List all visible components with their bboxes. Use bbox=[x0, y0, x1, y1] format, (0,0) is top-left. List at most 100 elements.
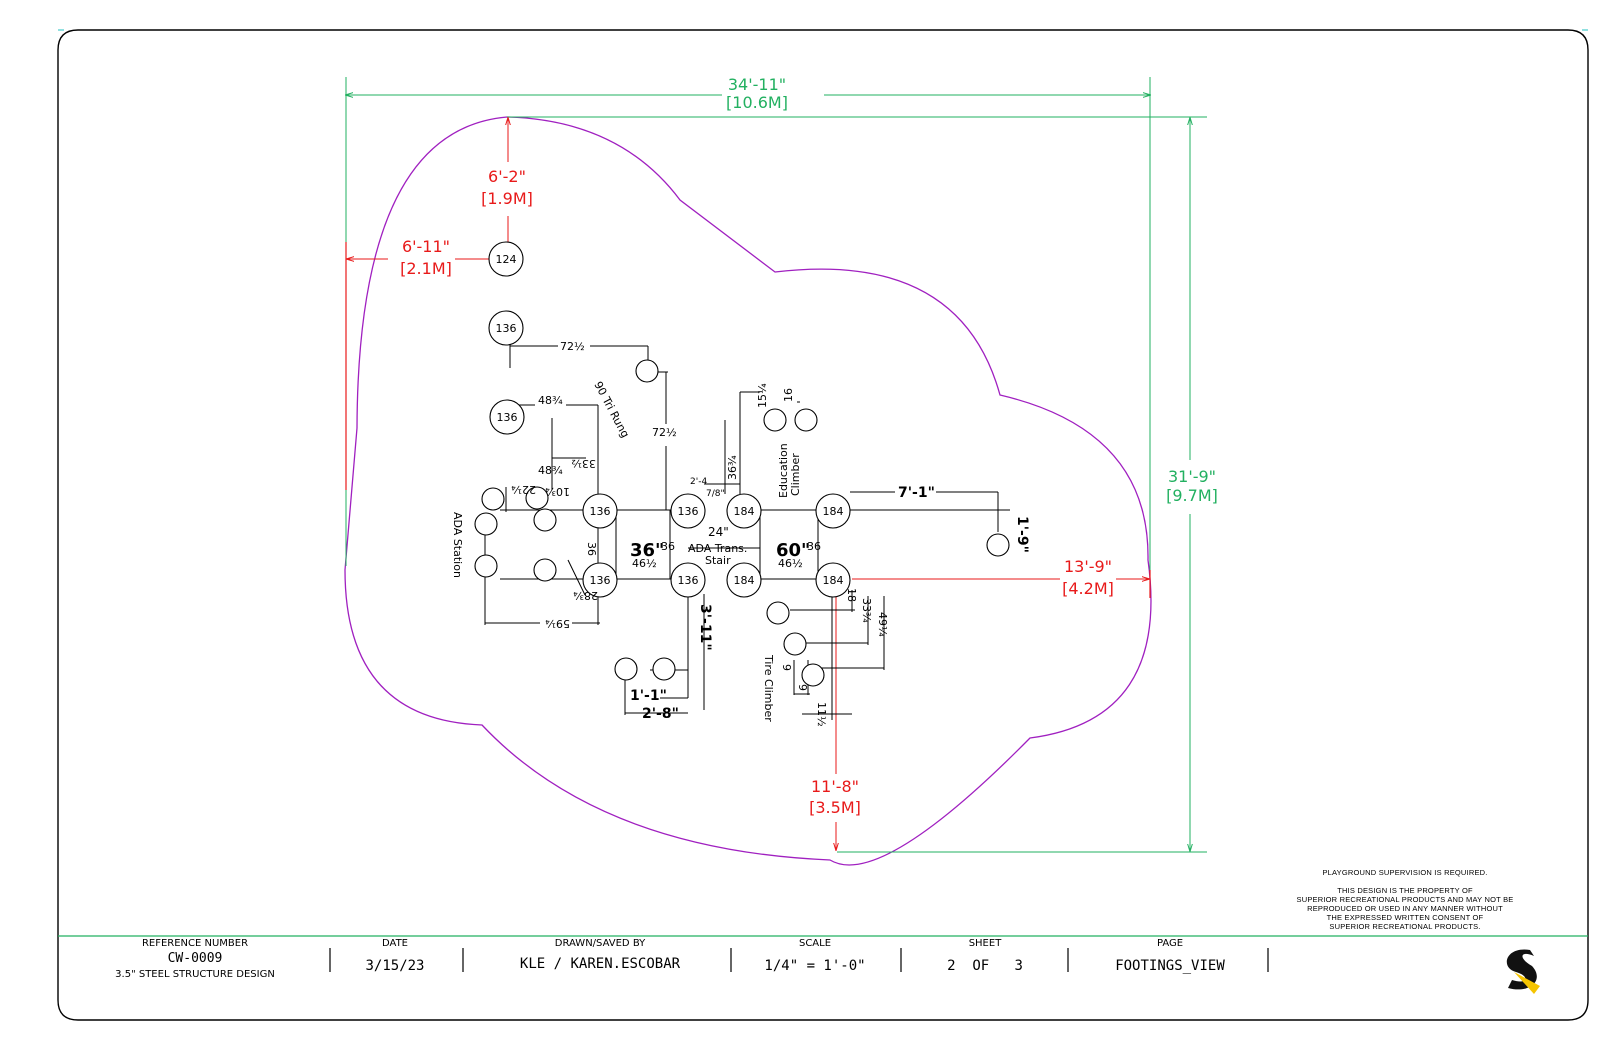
footing-label: 184 bbox=[734, 505, 755, 518]
clearance-bottom-ft: 11'-8" bbox=[811, 777, 859, 796]
footing-small-j bbox=[986, 533, 1010, 557]
footing-label: 124 bbox=[496, 253, 517, 266]
clearance-top-m: [1.9M] bbox=[481, 189, 533, 208]
footing-small-l bbox=[652, 657, 676, 681]
clearance-bottom-m: [3.5M] bbox=[809, 798, 861, 817]
footing-label: 136 bbox=[590, 574, 611, 587]
page-value: FOOTINGS_VIEW bbox=[1115, 958, 1225, 974]
footing-small-c bbox=[525, 486, 549, 510]
footing-label: 136 bbox=[497, 411, 518, 424]
dim-9-b: 9 bbox=[796, 684, 809, 691]
education-climber-label-2: Climber bbox=[789, 453, 802, 496]
drawn-value: KLE / KAREN.ESCOBAR bbox=[519, 956, 681, 972]
tri-rung-label: 90 Tri Rung bbox=[591, 379, 631, 440]
overall-depth-dimension bbox=[507, 116, 1207, 853]
ada-station-label: ADA Station bbox=[451, 512, 464, 578]
dim-2-8: 2'-8" bbox=[642, 706, 679, 722]
overall-width-ft: 34'-11" bbox=[728, 75, 786, 94]
footing-136-b bbox=[489, 399, 525, 435]
dim-16: 16 bbox=[782, 388, 795, 402]
footing-label: 136 bbox=[678, 505, 699, 518]
detail-lines bbox=[484, 344, 1010, 720]
education-climber-label-1: Education bbox=[777, 443, 790, 498]
footing-184-c bbox=[726, 562, 762, 598]
dim-7-1: 7'-1" bbox=[898, 485, 935, 501]
tire-climber-label: Tire Climber bbox=[762, 654, 775, 722]
footing-small-i bbox=[794, 408, 818, 432]
property-note-line: REPRODUCED OR USED IN ANY MANNER WITHOUT bbox=[1307, 904, 1503, 913]
footing-small-o bbox=[801, 663, 825, 687]
footing-label: 136 bbox=[496, 322, 517, 335]
dim-2-4: 2'-4 bbox=[690, 477, 707, 487]
clearance-top-ft: 6'-2" bbox=[488, 167, 526, 186]
dim-60: 60" bbox=[776, 540, 810, 561]
property-note-line: THE EXPRESSED WRITTEN CONSENT OF bbox=[1326, 913, 1484, 922]
date-label: DATE bbox=[381, 938, 408, 949]
reference-desc: 3.5" STEEL STRUCTURE DESIGN bbox=[115, 969, 275, 980]
supervision-note: PLAYGROUND SUPERVISION IS REQUIRED. bbox=[1322, 868, 1488, 877]
property-note-line: SUPERIOR RECREATIONAL PRODUCTS. bbox=[1329, 922, 1481, 931]
title-block bbox=[58, 935, 1588, 972]
dim-72-h: 72½ bbox=[560, 340, 585, 353]
footing-184-a bbox=[726, 493, 762, 529]
dim-48-mid: 48¾ bbox=[538, 464, 563, 477]
footing-136-d bbox=[670, 493, 706, 529]
dim-36-right: 36 bbox=[807, 540, 821, 553]
use-zone-outline bbox=[344, 116, 1152, 866]
dim-33-right: 33¾ bbox=[860, 598, 873, 623]
reference-label: REFERENCE NUMBER bbox=[141, 938, 249, 949]
dim-59: 59¼ bbox=[545, 617, 570, 630]
ada-trans-stair-label-1: ADA Trans. bbox=[688, 542, 747, 555]
clearance-right-ft: 13'-9" bbox=[1064, 557, 1112, 576]
scale-value: 1/4" = 1'-0" bbox=[764, 958, 866, 974]
footing-184-d bbox=[815, 562, 851, 598]
dim-11: 11½ bbox=[815, 702, 828, 727]
scale-label: SCALE bbox=[798, 938, 832, 949]
dim-48-top: 48¾ bbox=[538, 394, 563, 407]
dim-33-top: 33½ bbox=[571, 457, 596, 470]
overall-depth-m: [9.7M] bbox=[1166, 486, 1218, 505]
clearance-left-m: [2.1M] bbox=[400, 259, 452, 278]
dim-36-edu: 36¾ bbox=[726, 455, 739, 480]
dim-3-11: 3'-11" bbox=[697, 604, 713, 651]
sheet-border bbox=[57, 29, 1589, 1021]
date-value: 3/15/23 bbox=[365, 958, 425, 974]
footing-label: 184 bbox=[734, 574, 755, 587]
footing-small-e bbox=[533, 508, 557, 532]
ada-trans-stair-label-2: Stair bbox=[705, 554, 731, 567]
dim-49: 49¼ bbox=[876, 612, 889, 637]
dim-46-left: 46½ bbox=[632, 557, 657, 570]
sheet-label: SHEET bbox=[968, 938, 1002, 949]
footing-184-b bbox=[815, 493, 851, 529]
overall-width-m: [10.6M] bbox=[726, 93, 788, 112]
footing-small-b bbox=[481, 487, 505, 511]
dim-1-9: 1'-9" bbox=[1014, 516, 1030, 553]
dim-28: 28¾ bbox=[573, 589, 598, 602]
footing-small-h bbox=[763, 408, 787, 432]
footing-label: 184 bbox=[823, 574, 844, 587]
dim-72-v: 72½ bbox=[652, 426, 677, 439]
footing-124 bbox=[488, 241, 524, 277]
sheet-value: 2 OF 3 bbox=[947, 958, 1023, 974]
dim-15: 15¼ bbox=[756, 383, 769, 408]
dim-10: 10¾ bbox=[545, 485, 570, 498]
footing-label: 184 bbox=[823, 505, 844, 518]
drawn-label: DRAWN/SAVED BY bbox=[554, 938, 646, 949]
dim-46-right: 46½ bbox=[778, 557, 803, 570]
property-note: THIS DESIGN IS THE PROPERTY OF SUPERIOR … bbox=[1280, 886, 1530, 931]
footing-small-m bbox=[766, 601, 790, 625]
page-label: PAGE bbox=[1156, 938, 1184, 949]
footing-small-f bbox=[474, 554, 498, 578]
footing-136-e bbox=[582, 562, 618, 598]
clearance-right-m: [4.2M] bbox=[1062, 579, 1114, 598]
property-note-line: THIS DESIGN IS THE PROPERTY OF bbox=[1337, 886, 1473, 895]
footing-small-k bbox=[614, 657, 638, 681]
dim-18: 18 bbox=[845, 588, 858, 602]
dim-7-8: 7/8" bbox=[706, 489, 725, 499]
overall-depth-ft: 31'-9" bbox=[1168, 467, 1216, 486]
dim-9-a: 9 bbox=[780, 664, 793, 671]
dim-36-small: 36 bbox=[661, 540, 675, 553]
clearance-left-ft: 6'-11" bbox=[402, 237, 450, 256]
footing-small-n bbox=[783, 632, 807, 656]
